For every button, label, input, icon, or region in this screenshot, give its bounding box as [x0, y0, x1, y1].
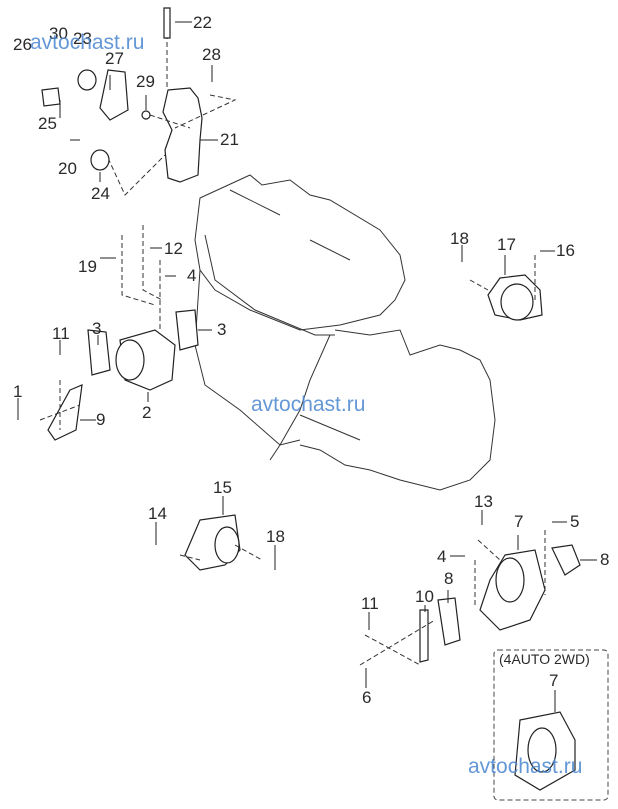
callout-13: 10 — [415, 587, 434, 606]
watermark-bottom: avtochast.ru — [468, 755, 583, 778]
mount-15-group — [179, 514, 263, 571]
mount-17-group — [469, 255, 543, 321]
callout-27: 27 — [105, 49, 124, 68]
engine-outline — [194, 174, 496, 491]
callout-25: 25 — [38, 114, 57, 133]
watermark-top: avtochast.ru — [30, 31, 145, 54]
callout-14: 14 — [148, 504, 167, 523]
callout-3-right: 3 — [217, 320, 227, 339]
callout-1: 1 — [13, 382, 23, 401]
callout-10: 13 — [474, 492, 493, 511]
callout-11-left: 11 — [52, 324, 70, 343]
inset-title: (4AUTO 2WD) — [499, 651, 590, 667]
bracket-21 — [41, 7, 237, 196]
callout-23: 23 — [73, 29, 92, 48]
callout-11-right: 11 — [361, 594, 379, 613]
callout-20: 20 — [58, 159, 77, 178]
callout-3-left: 3 — [92, 319, 102, 338]
callout-24: 24 — [91, 184, 110, 203]
callout-4-right: 4 — [437, 547, 447, 566]
callout-30: 30 — [49, 24, 68, 43]
mount-7-group — [359, 530, 581, 666]
callout-7: 7 — [514, 512, 524, 531]
callout-29: 29 — [136, 72, 155, 91]
callout-7-inset: 7 — [549, 671, 559, 690]
mount-2-group — [39, 225, 199, 441]
watermark-middle: avtochast.ru — [251, 393, 366, 416]
callout-16: 16 — [556, 241, 575, 260]
inset-4auto-2wd — [493, 649, 609, 801]
callout-19: 19 — [78, 257, 97, 276]
callout-12: 9 — [96, 410, 106, 429]
callout-28: 28 — [202, 45, 221, 64]
callout-4-left: 4 — [187, 266, 197, 285]
callout-22: 22 — [193, 13, 212, 32]
callout-21: 21 — [220, 130, 239, 149]
leader-lines — [17, 21, 597, 688]
callout-18-right: 18 — [450, 229, 469, 248]
callout-9: 12 — [164, 239, 183, 258]
callout-2: 2 — [142, 403, 152, 422]
callout-26: 26 — [13, 35, 32, 54]
callout-15: 15 — [213, 478, 232, 497]
callout-8-right: 8 — [600, 550, 610, 569]
callout-8-left: 8 — [444, 569, 454, 588]
callout-5: 5 — [570, 512, 580, 531]
callout-18-lower: 18 — [266, 527, 285, 546]
callout-17: 17 — [497, 235, 516, 254]
callout-6: 6 — [362, 688, 372, 707]
